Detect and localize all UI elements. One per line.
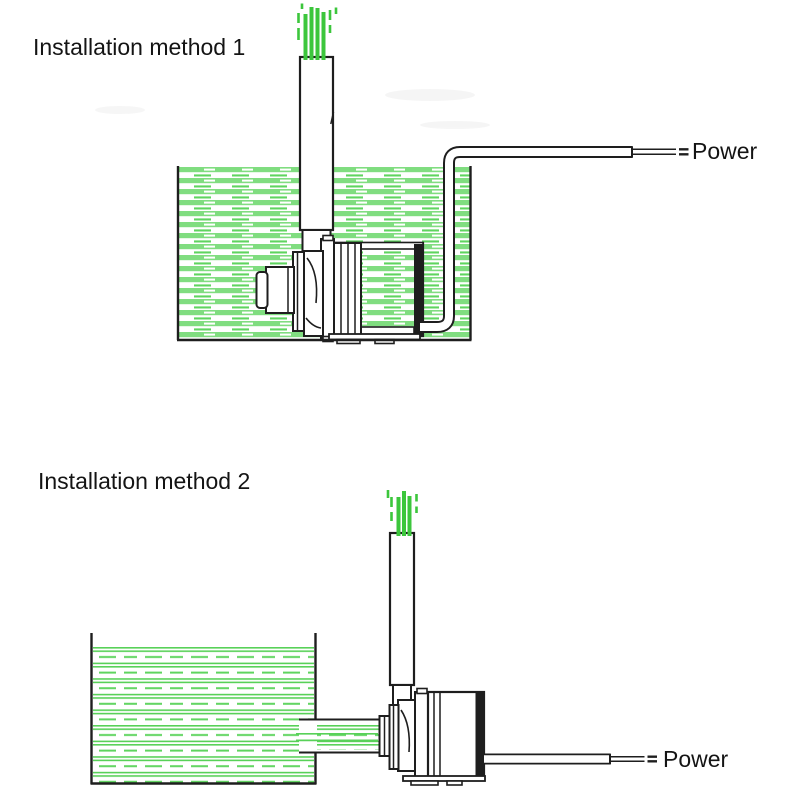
pump-rear-band-1: [414, 244, 423, 336]
tank-1: [176, 166, 472, 342]
pump-volute-1: [292, 250, 324, 337]
method-1-title: Installation method 1: [33, 34, 246, 60]
power-label-1: Power: [692, 138, 758, 164]
power-cable-2: [484, 753, 657, 765]
method-2-title: Installation method 2: [38, 468, 251, 494]
pump-volute-2: [388, 699, 416, 772]
pump-base-2: [402, 775, 486, 786]
installation-1-illustration: [176, 3, 689, 345]
water-tank-fill-2: [93, 647, 314, 783]
power-label-2: Power: [663, 746, 729, 772]
power-cable-1: [420, 146, 689, 333]
tank-2: [90, 633, 317, 785]
pump-motor-2: [426, 690, 486, 782]
pump-base-1: [328, 333, 421, 345]
water-spray-1: [297, 3, 338, 60]
pump-bracket-2: [414, 691, 429, 781]
pump-2: [378, 531, 486, 786]
pump-inlet-nozzle-1: [255, 266, 295, 314]
faint-artifacts: [95, 89, 490, 129]
pump-rear-band-2: [475, 693, 484, 779]
pump-1: [255, 234, 425, 345]
outlet-pipe-2: [388, 531, 416, 708]
suction-pipe-2: [296, 718, 380, 754]
installation-2-illustration: [90, 490, 657, 786]
water-spray-2: [386, 490, 418, 536]
